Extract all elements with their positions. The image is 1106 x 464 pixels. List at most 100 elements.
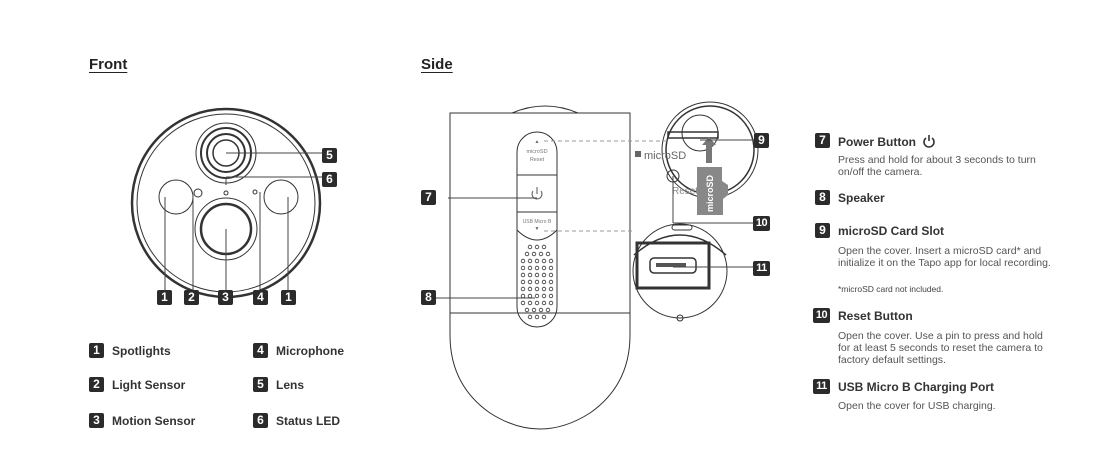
speaker-hole [534, 265, 540, 271]
callout-1-left: 1 [157, 290, 172, 305]
speaker-hole [541, 279, 547, 285]
speaker-hole [548, 265, 554, 271]
slot-label: microSD [644, 150, 686, 162]
spotlight-left [158, 179, 194, 215]
speaker-hole [524, 307, 530, 313]
speaker-hole [548, 300, 554, 306]
side-strip [516, 131, 558, 328]
speaker-hole [538, 307, 544, 313]
speaker-hole [527, 272, 533, 278]
legend-label: Light Sensor [112, 378, 186, 392]
legend-label: Spotlights [112, 344, 171, 358]
desc-badge-8: 8 [815, 190, 830, 205]
speaker-hole [527, 286, 533, 292]
callout-9: 9 [754, 133, 769, 148]
desc-title-microsd: microSD Card Slot [838, 224, 945, 238]
speaker-hole [534, 314, 540, 320]
speaker-hole [527, 265, 533, 271]
speaker-hole [538, 251, 544, 257]
side-view-diagram: ▲ microSD Reset USB Micro B ▼ microSD Re… [430, 101, 759, 430]
speaker-hole [534, 272, 540, 278]
desc-title-reset: Reset Button [838, 309, 913, 323]
speaker-hole [527, 258, 533, 264]
speaker-hole [534, 286, 540, 292]
legend-label: Lens [276, 378, 305, 392]
callout-11: 11 [753, 261, 770, 276]
speaker-hole [520, 300, 526, 306]
speaker-hole [534, 279, 540, 285]
legend-label: Microphone [276, 344, 344, 358]
desc-text-microsd: Open the cover. Insert a microSD card* a… [838, 245, 1051, 269]
legend-label: Status LED [276, 414, 341, 428]
legend-badge: 3 [89, 413, 104, 428]
microsd-card-icon [697, 167, 728, 215]
speaker-hole [534, 258, 540, 264]
speaker-hole [534, 244, 540, 250]
callout-5: 5 [322, 148, 337, 163]
speaker-hole [548, 272, 554, 278]
desc-badge-7: 7 [815, 133, 830, 148]
callout-10: 10 [753, 216, 770, 231]
callout-6: 6 [322, 172, 337, 187]
speaker-hole [548, 286, 554, 292]
speaker-hole [541, 300, 547, 306]
legend-badge: 5 [253, 377, 268, 392]
microphone-hole [252, 189, 258, 195]
speaker-hole [548, 293, 554, 299]
status-led [223, 190, 229, 196]
speaker-hole [520, 293, 526, 299]
desc-badge-11: 11 [813, 379, 830, 394]
speaker-hole [541, 314, 547, 320]
legend-badge: 1 [89, 343, 104, 358]
legend-badge: 6 [253, 413, 268, 428]
speaker-hole [545, 307, 551, 313]
power-icon [923, 135, 936, 148]
speaker-hole [541, 258, 547, 264]
callout-2: 2 [184, 290, 199, 305]
speaker-hole [520, 258, 526, 264]
speaker-hole [548, 258, 554, 264]
insert-arrow-icon [702, 137, 716, 163]
power-button-title: Power Button [838, 135, 916, 149]
sd-mini-icon [635, 151, 641, 157]
speaker-hole [531, 251, 537, 257]
speaker-hole [534, 293, 540, 299]
callout-8: 8 [421, 290, 436, 305]
speaker-hole [524, 251, 530, 257]
desc-title-power-button: Power Button [838, 134, 936, 149]
desc-text-usb: Open the cover for USB charging. [838, 400, 996, 412]
speaker-hole [527, 314, 533, 320]
arrow-down-icon: ▼ [535, 226, 540, 232]
desc-badge-9: 9 [815, 223, 830, 238]
speaker-hole [520, 272, 526, 278]
callout-1-right: 1 [281, 290, 296, 305]
reset-label: Reset [672, 186, 698, 197]
spotlight-right [263, 179, 299, 215]
desc-note-microsd: *microSD card not included. [838, 284, 944, 294]
speaker-hole [541, 293, 547, 299]
light-sensor [193, 188, 203, 198]
speaker-hole [527, 300, 533, 306]
speaker-hole [527, 244, 533, 250]
strip-label-microsd: microSD [526, 149, 547, 155]
legend-badge: 4 [253, 343, 268, 358]
card-label: microSD [705, 174, 715, 212]
strip-label-reset: Reset [530, 157, 545, 163]
strip-label-usb: USB Micro B [523, 219, 552, 225]
top-mount [511, 105, 579, 114]
speaker-hole [520, 265, 526, 271]
callout-7: 7 [421, 190, 436, 205]
callout-3: 3 [218, 290, 233, 305]
speaker-grille [520, 244, 554, 320]
desc-text-reset: Open the cover. Use a pin to press and h… [838, 330, 1043, 366]
microsd-slot [667, 131, 719, 139]
speaker-hole [541, 244, 547, 250]
camera-base [449, 313, 631, 430]
usb-port-icon [649, 257, 697, 274]
callout-4: 4 [253, 290, 268, 305]
speaker-hole [541, 272, 547, 278]
desc-title-speaker: Speaker [838, 191, 885, 205]
usb-port-recess [635, 241, 711, 290]
speaker-hole [527, 293, 533, 299]
speaker-hole [534, 300, 540, 306]
